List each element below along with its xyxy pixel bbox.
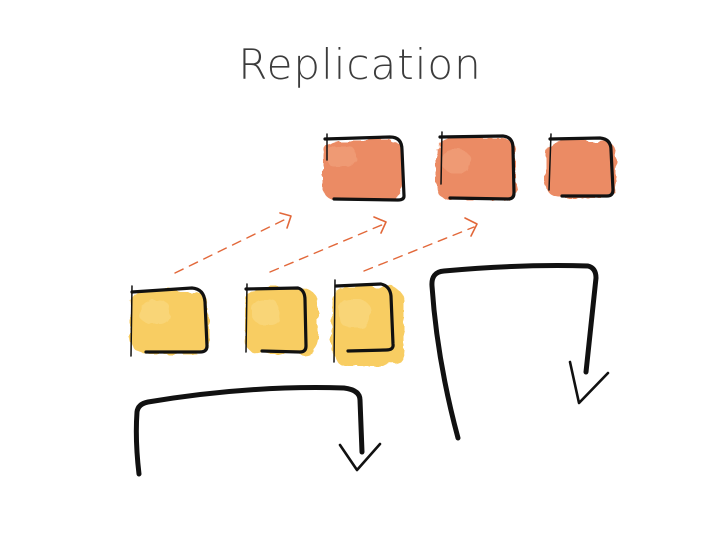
replication-arrow: [363, 217, 478, 272]
replica-block: [546, 133, 616, 198]
replication-arrow: [269, 216, 387, 273]
flow-arrow: [133, 385, 382, 477]
replica-block: [322, 133, 406, 202]
replication-arrow: [174, 212, 292, 274]
slide-title: Replication: [238, 40, 482, 89]
replica-block: [436, 131, 516, 201]
source-block: [130, 285, 209, 357]
source-block: [244, 283, 318, 354]
source-block: [332, 279, 404, 366]
flow-arrow: [429, 263, 610, 441]
